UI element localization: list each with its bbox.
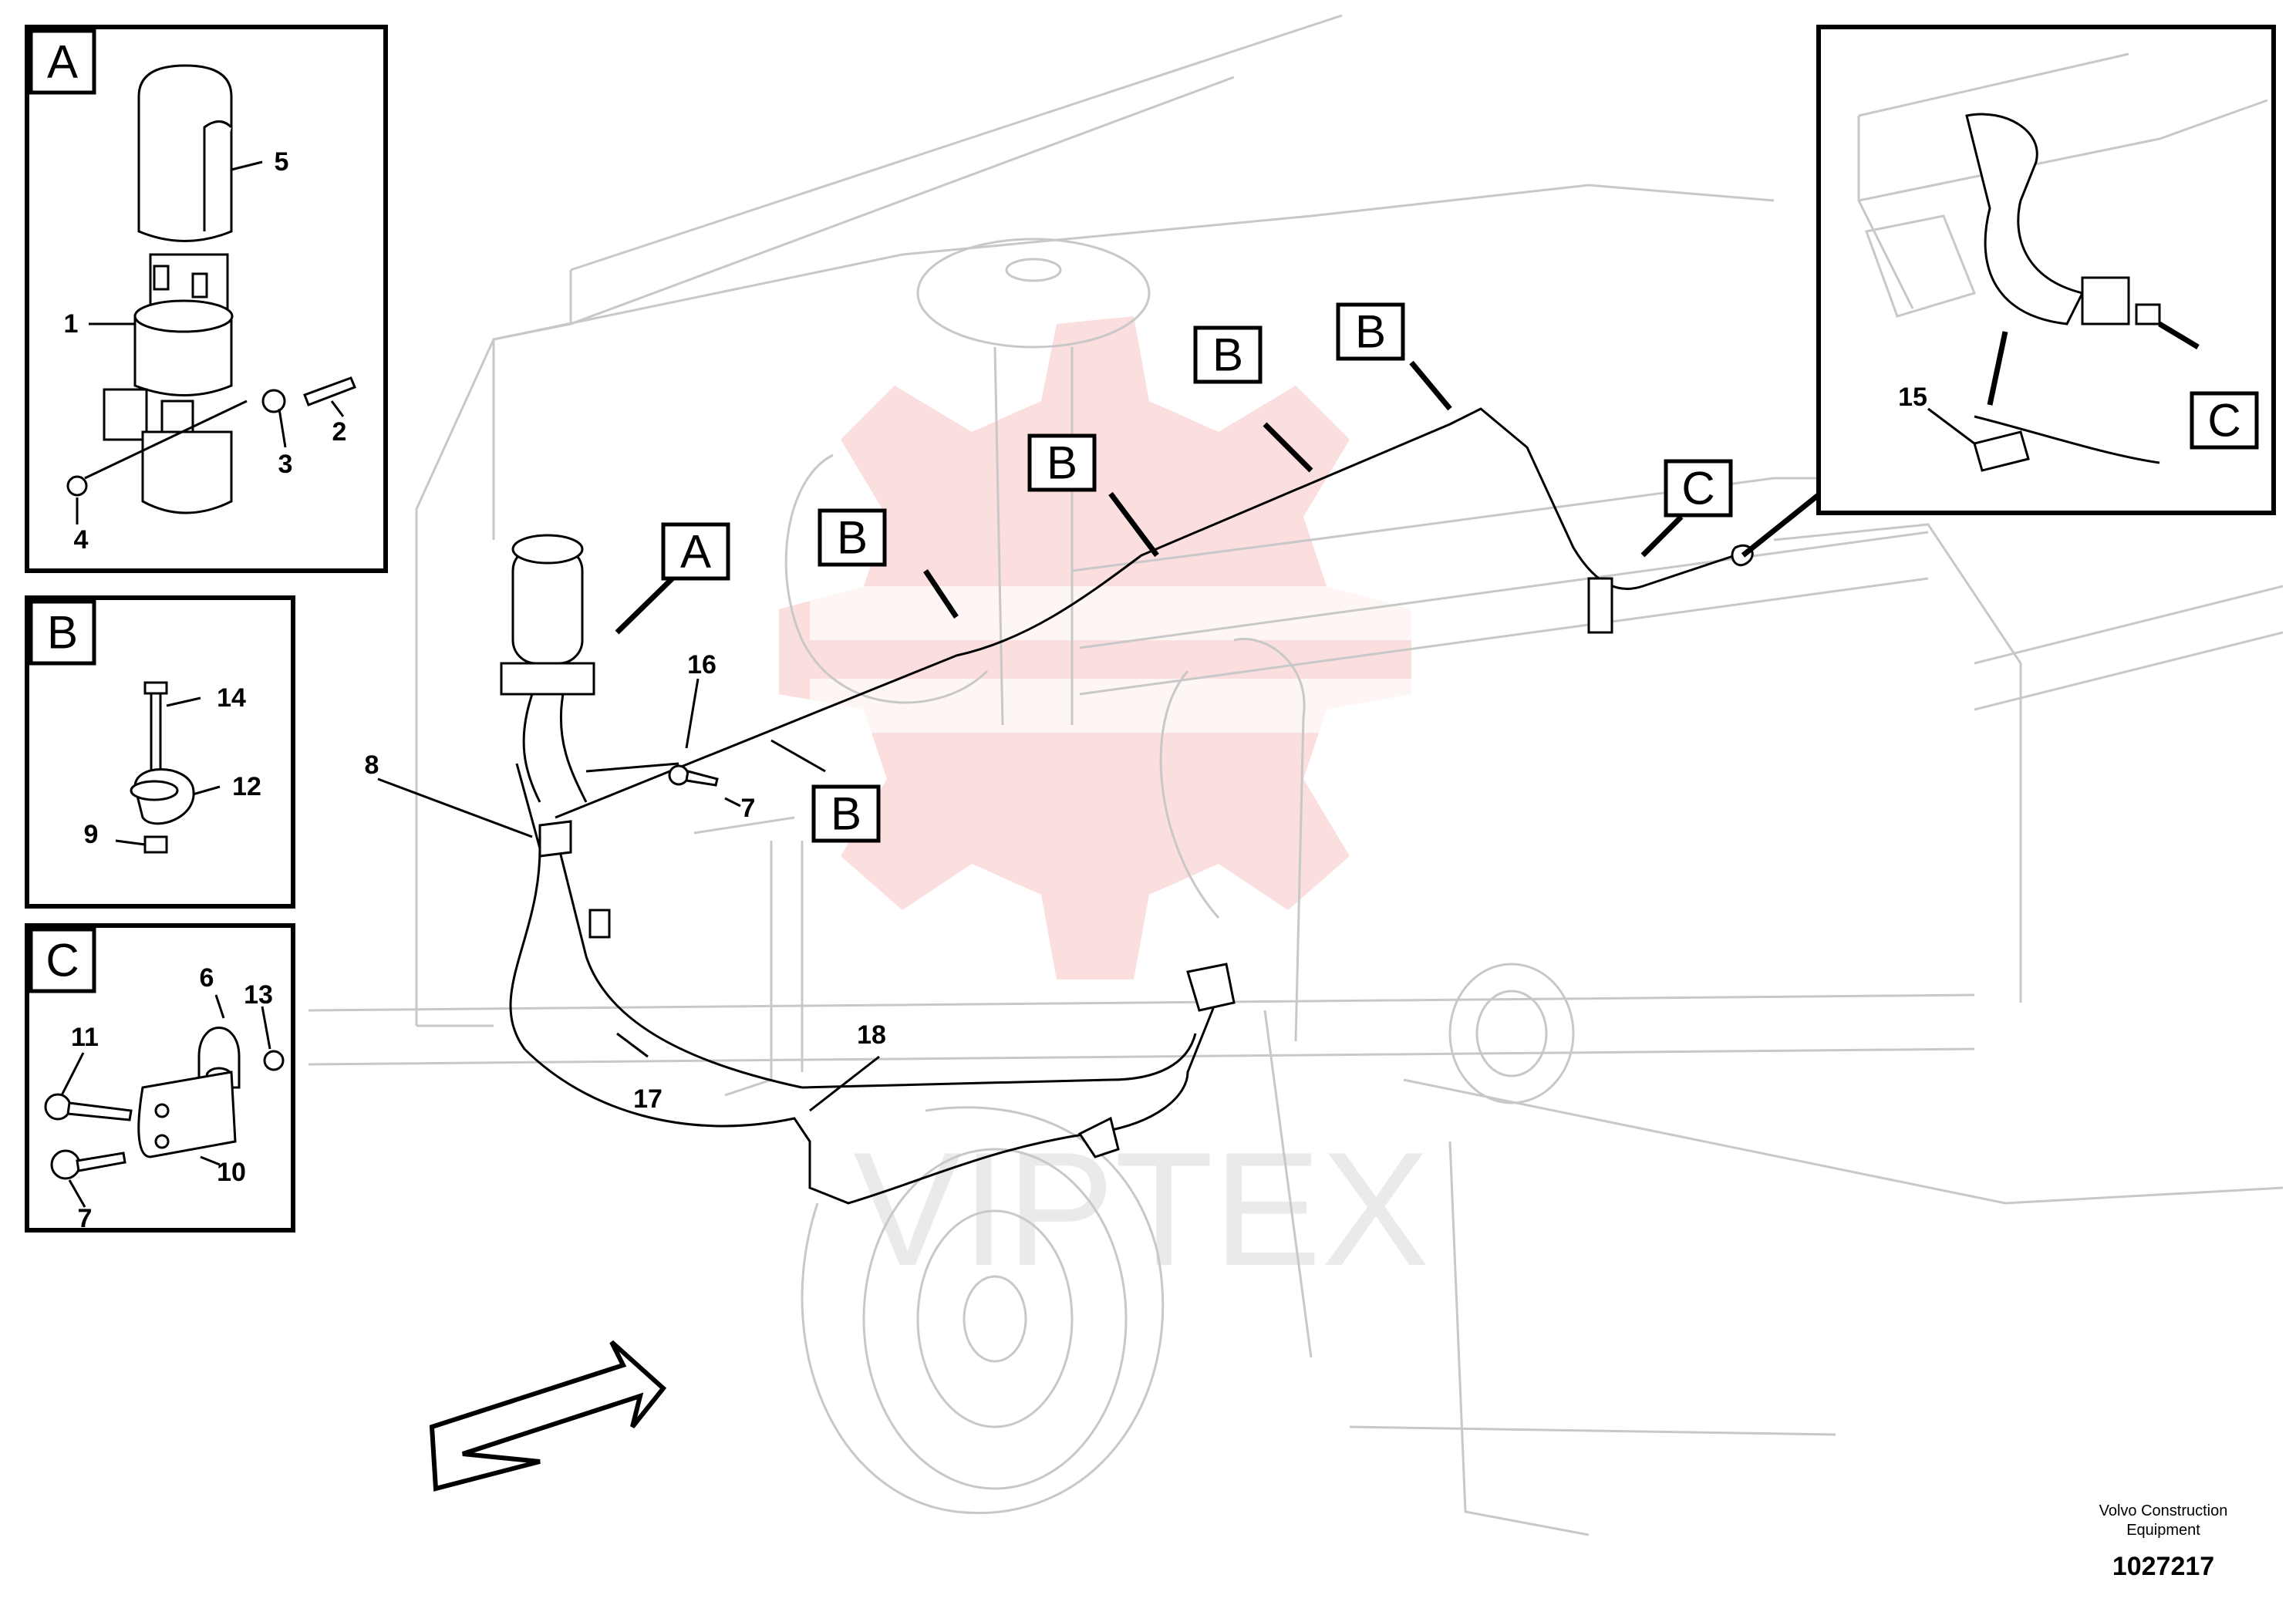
inset-b: B 14 12 9 xyxy=(25,595,295,909)
inset-a: A 5 1 2 3 4 xyxy=(25,25,388,573)
svg-text:B: B xyxy=(831,788,861,840)
part-number-8: 8 xyxy=(365,750,379,780)
svg-text:B: B xyxy=(837,512,868,564)
inset-c-part-6: 6 xyxy=(200,963,214,993)
inset-b-label: B xyxy=(47,607,78,659)
callout-c-main: C xyxy=(1664,459,1733,518)
callout-b-4: B xyxy=(1336,302,1405,361)
main-leaders xyxy=(377,360,1822,1112)
svg-text:B: B xyxy=(1355,306,1386,358)
inset-a-label: A xyxy=(47,36,78,88)
callout-b-1: B xyxy=(818,508,887,567)
watermark-logo: VIPTEX xyxy=(779,316,1429,1300)
inset-detail-part-15: 15 xyxy=(1898,383,1927,412)
inset-a-part-5: 5 xyxy=(275,147,289,177)
callout-b-2: B xyxy=(1027,433,1097,492)
inset-b-part-9: 9 xyxy=(84,820,99,849)
inset-c-part-10: 10 xyxy=(217,1158,246,1187)
callout-a-main: A xyxy=(661,522,730,581)
part-number-17: 17 xyxy=(633,1084,663,1114)
company-line-1: Volvo Construction xyxy=(2099,1502,2228,1519)
drawing-number: 1027217 xyxy=(2112,1552,2214,1581)
inset-b-part-12: 12 xyxy=(232,772,261,801)
footer-block: Volvo Construction Equipment 1027217 xyxy=(2099,1502,2228,1581)
forward-direction-arrow xyxy=(429,1340,667,1492)
wiring-harness xyxy=(500,407,1754,1205)
part-number-18: 18 xyxy=(857,1020,886,1050)
callout-b-3: B xyxy=(1193,325,1263,384)
inset-a-part-1: 1 xyxy=(64,309,79,339)
inset-c: C 6 13 11 7 10 xyxy=(25,923,295,1233)
inset-c-part-13: 13 xyxy=(244,980,273,1010)
inset-a-part-2: 2 xyxy=(332,417,347,447)
engine-outline xyxy=(308,14,2284,1536)
svg-text:C: C xyxy=(1681,463,1714,514)
company-line-2: Equipment xyxy=(2126,1522,2200,1539)
part-number-16: 16 xyxy=(687,650,716,679)
inset-c-label: C xyxy=(46,935,79,986)
inset-c-part-11: 11 xyxy=(71,1023,99,1052)
inset-detail-label: C xyxy=(2207,395,2240,447)
inset-a-part-3: 3 xyxy=(278,450,293,479)
inset-b-part-14: 14 xyxy=(217,683,246,713)
part-number-7: 7 xyxy=(741,794,756,823)
callout-b-5: B xyxy=(811,784,881,843)
inset-c-part-7: 7 xyxy=(78,1204,93,1233)
svg-text:B: B xyxy=(1047,437,1077,489)
svg-text:A: A xyxy=(680,526,711,578)
svg-text:B: B xyxy=(1212,329,1243,381)
inset-a-part-4: 4 xyxy=(74,525,89,555)
inset-detail: C 15 xyxy=(1816,25,2276,515)
